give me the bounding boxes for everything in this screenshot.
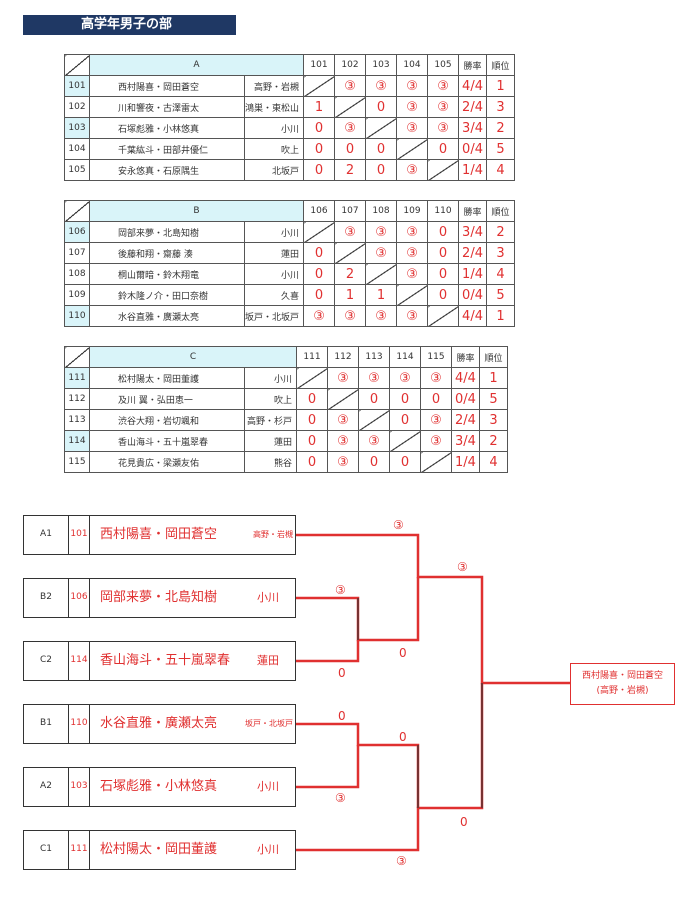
score-cell	[365, 263, 398, 285]
group-name: B	[88, 200, 305, 222]
score-a1-final: ③	[393, 518, 404, 532]
rank: 5	[486, 284, 516, 306]
score-c2: 0	[338, 666, 346, 680]
player-id: 110	[64, 305, 90, 327]
score-semi1-bottom: 0	[399, 646, 407, 660]
bracket-seed: C1	[24, 831, 69, 869]
score-cell: 0	[389, 451, 421, 473]
bracket-club: 小川	[257, 843, 279, 856]
score-a2: ③	[335, 791, 346, 805]
bracket-club: 小川	[257, 780, 279, 793]
score-cell	[358, 409, 390, 431]
score-cell	[396, 284, 429, 306]
group-name: C	[89, 346, 297, 368]
bracket-seed: C2	[24, 642, 69, 680]
bracket-num: 106	[69, 579, 90, 617]
bracket-names: 石塚彪雅・小林悠真	[100, 779, 218, 794]
rank: 3	[486, 242, 516, 264]
winner-names: 西村陽喜・岡田蒼空	[581, 671, 663, 681]
player-club: 北坂戸	[243, 159, 305, 181]
bracket-club: 高野・岩槻	[253, 530, 293, 539]
bracket-club: 小川	[257, 591, 279, 604]
bracket-num: 101	[69, 516, 90, 554]
win-rate: 0/4	[451, 388, 480, 410]
score-cell: ③	[303, 305, 336, 327]
bracket-seed: B2	[24, 579, 69, 617]
win-rate: 4/4	[458, 75, 488, 97]
win-rate: 4/4	[458, 305, 488, 327]
rank: 4	[479, 451, 508, 473]
bracket-club: 坂戸・北坂戸	[245, 719, 293, 728]
page-title: 高学年男子の部	[23, 15, 236, 35]
score-cell: 0	[365, 159, 398, 181]
player-names: 水谷直雅・廣瀬太亮	[89, 305, 245, 327]
score-b2: ③	[335, 583, 346, 597]
bracket-seed: A1	[24, 516, 69, 554]
bracket-names: 香山海斗・五十嵐翠春	[100, 653, 231, 668]
score-b1: 0	[338, 709, 346, 723]
score-semi1-top: ③	[457, 560, 468, 574]
player-id: 111	[64, 367, 90, 389]
winner-club: (高野・岩槻)	[596, 686, 649, 696]
bracket-club: 蓮田	[257, 654, 279, 667]
win-rate: 3/4	[458, 221, 488, 243]
win-rate: 3/4	[451, 430, 480, 452]
rank: 4	[486, 159, 516, 181]
score-cell	[303, 221, 336, 243]
score-cell	[334, 242, 367, 264]
bracket-seed: B1	[24, 705, 69, 743]
bracket-num: 114	[69, 642, 90, 680]
group-name: A	[88, 54, 305, 76]
score-cell	[427, 159, 460, 181]
bracket-names: 水谷直雅・廣瀬太亮	[100, 716, 218, 731]
win-rate: 1/4	[451, 451, 480, 473]
bracket-names: 岡部来夢・北島知樹	[100, 590, 218, 605]
bracket-num: 110	[69, 705, 90, 743]
bracket-num: 103	[69, 768, 90, 806]
rank: 1	[486, 305, 516, 327]
score-semi2-top: 0	[399, 730, 407, 744]
bracket-names: 松村陽太・岡田董護	[100, 842, 218, 857]
player-club: 坂戸・北坂戸	[243, 305, 305, 327]
bracket-seed: A2	[24, 768, 69, 806]
score-cell: ③	[327, 451, 359, 473]
win-rate: 1/4	[458, 159, 488, 181]
player-id: 106	[64, 221, 90, 243]
score-cell	[365, 117, 398, 139]
score-cell: ③	[365, 305, 398, 327]
score-cell	[420, 451, 452, 473]
corner-cell	[64, 346, 90, 368]
score-final-bottom: 0	[460, 815, 468, 829]
bracket-num: 111	[69, 831, 90, 869]
winner-box: 西村陽喜・岡田蒼空 (高野・岩槻)	[570, 663, 675, 705]
bracket-names: 西村陽喜・岡田蒼空	[100, 527, 218, 542]
score-cell	[427, 305, 460, 327]
score-semi2-bottom: ③	[396, 854, 407, 868]
